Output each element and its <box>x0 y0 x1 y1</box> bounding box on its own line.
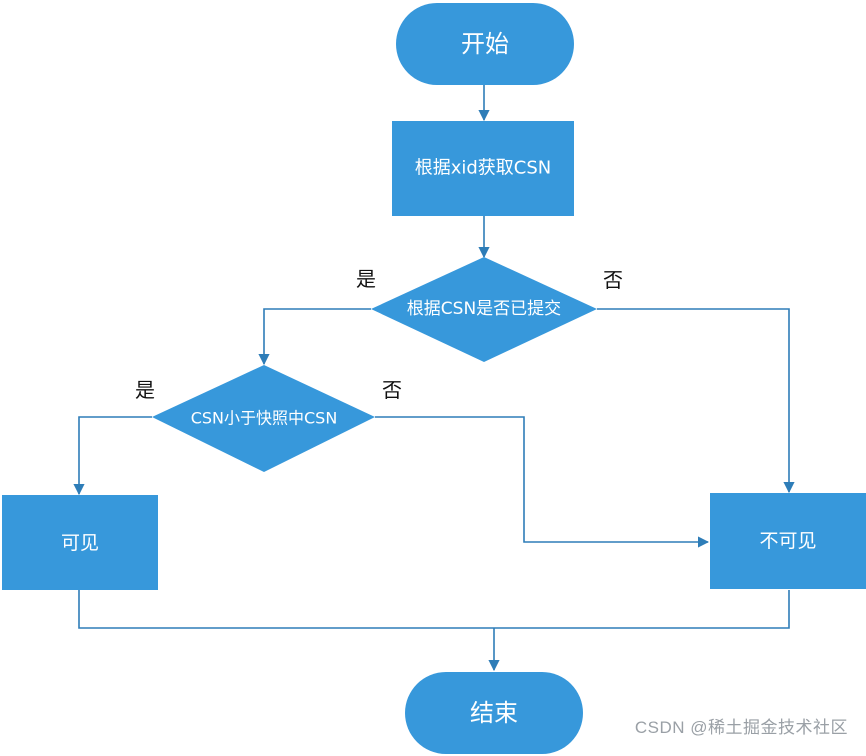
edge-committed-yes <box>258 308 371 366</box>
end-label: 结束 <box>470 699 518 727</box>
edge-snapshot-no <box>375 416 710 548</box>
edge-label-yes-1: 是 <box>356 267 376 291</box>
csn-committed-decision: 根据CSN是否已提交 <box>371 257 597 362</box>
edge-label-no-2: 否 <box>382 378 402 402</box>
csn-committed-label: 根据CSN是否已提交 <box>407 299 561 319</box>
edge-visible-merge <box>78 590 790 629</box>
edge-label-no-1: 否 <box>603 268 623 292</box>
watermark: CSDN @稀土掘金技术社区 <box>634 718 848 737</box>
edge-snapshot-yes <box>73 416 152 496</box>
start-node: 开始 <box>396 3 574 85</box>
visible-node: 可见 <box>2 495 158 590</box>
csn-snapshot-label: CSN小于快照中CSN <box>191 409 338 428</box>
csn-snapshot-decision: CSN小于快照中CSN <box>152 365 375 472</box>
get-csn-label: 根据xid获取CSN <box>415 158 552 179</box>
edge-label-yes-2: 是 <box>135 378 155 402</box>
get-csn-node: 根据xid获取CSN <box>392 121 574 216</box>
edge-committed-no <box>597 308 795 494</box>
visible-label: 可见 <box>61 532 99 554</box>
invisible-node: 不可见 <box>710 493 866 589</box>
end-node: 结束 <box>405 672 583 754</box>
start-label: 开始 <box>461 30 509 58</box>
invisible-label: 不可见 <box>759 530 816 552</box>
